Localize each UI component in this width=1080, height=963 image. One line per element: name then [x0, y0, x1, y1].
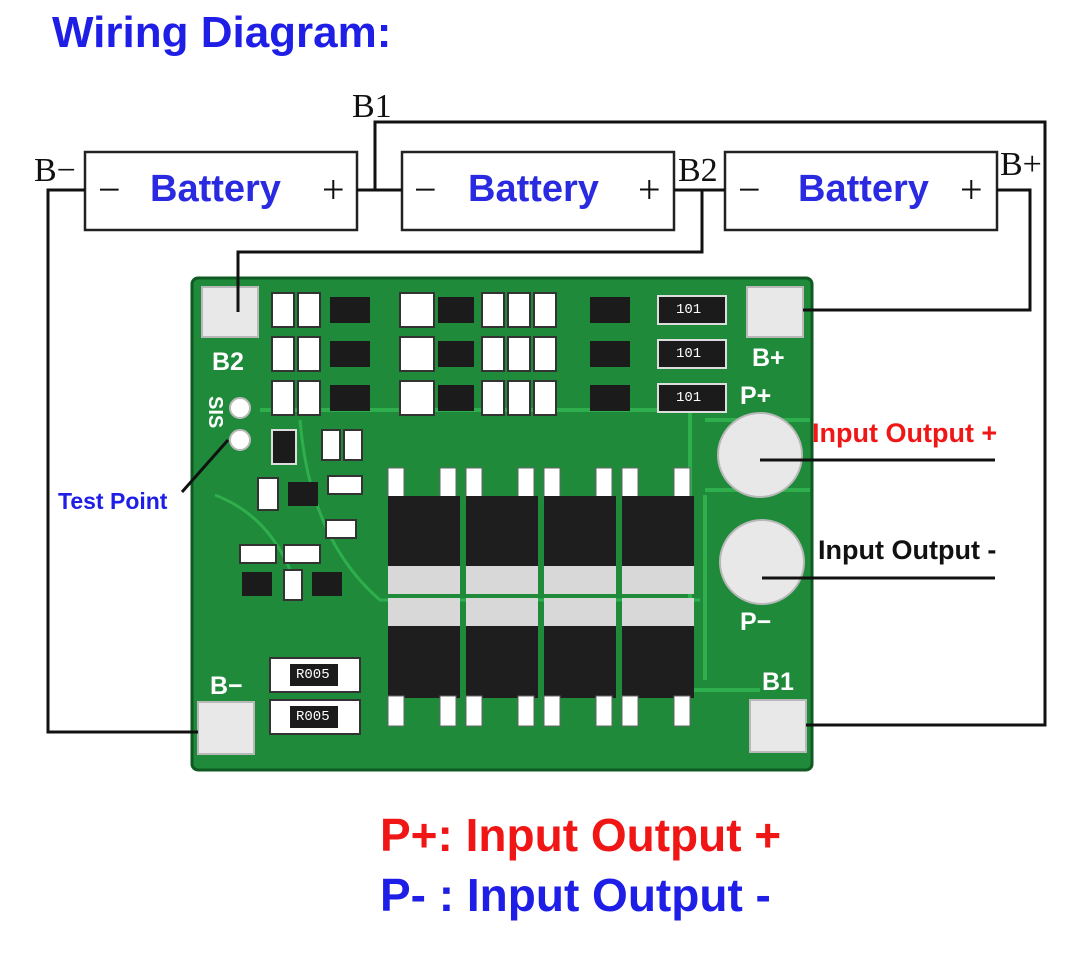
- component-rows: [239, 292, 727, 735]
- battery-1-neg: −: [98, 167, 121, 212]
- battery-box-1: [83, 150, 359, 232]
- wire-label-b2: B2: [678, 152, 718, 189]
- shunt-code-1: R005: [296, 667, 330, 683]
- annotation-input-output-plus: Input Output +: [812, 418, 998, 448]
- mosfets: [387, 467, 694, 727]
- wires: [46, 120, 1047, 734]
- wire-b-plus: [803, 188, 1032, 312]
- pcb-label-sis: SIS: [204, 396, 226, 429]
- annotation-test-point: Test Point: [58, 488, 168, 514]
- wire-label-b-plus: B+: [1000, 146, 1042, 183]
- pad-b2: [201, 286, 259, 338]
- pad-p-plus: [717, 412, 803, 498]
- legend-p-plus: P+: Input Output +: [380, 809, 782, 861]
- pcb-label-p-minus: P−: [740, 608, 772, 636]
- wire-b1: [357, 120, 1047, 727]
- wire-b-minus: [46, 188, 198, 734]
- battery-1-pos: +: [322, 167, 345, 212]
- pcb-label-b2: B2: [212, 348, 244, 376]
- resistor-code-3: 101: [676, 390, 702, 406]
- resistor-code-2: 101: [676, 346, 702, 362]
- pcb-label-b-plus: B+: [752, 344, 785, 372]
- battery-3-neg: −: [738, 167, 761, 212]
- pcb-label-b1: B1: [762, 668, 794, 696]
- pad-b-minus: [197, 701, 255, 755]
- battery-3-pos: +: [960, 167, 983, 212]
- test-point-holes: [180, 397, 251, 493]
- shunt-code-2: R005: [296, 709, 330, 725]
- pcb-label-b-minus: B−: [210, 672, 243, 700]
- battery-2-pos: +: [638, 167, 661, 212]
- battery-1-label: Battery: [150, 168, 281, 210]
- battery-box-2: [400, 150, 676, 232]
- battery-box-3: [723, 150, 999, 232]
- pad-b-plus: [746, 286, 804, 338]
- pad-p-minus: [719, 519, 805, 605]
- wire-label-b-minus: B−: [34, 152, 76, 189]
- legend-p-minus: P- : Input Output -: [380, 869, 771, 921]
- resistor-code-1: 101: [676, 302, 702, 318]
- pcb-pads: [197, 286, 807, 755]
- battery-3-label: Battery: [798, 168, 929, 210]
- battery-2-neg: −: [414, 167, 437, 212]
- wire-b2: [236, 188, 725, 312]
- wire-label-b1: B1: [352, 88, 392, 125]
- battery-boxes: [83, 150, 999, 232]
- annotation-input-output-minus: Input Output -: [818, 535, 997, 565]
- pad-b1: [749, 699, 807, 753]
- battery-2-label: Battery: [468, 168, 599, 210]
- pcb-label-p-plus: P+: [740, 382, 772, 410]
- page-title: Wiring Diagram:: [52, 8, 392, 57]
